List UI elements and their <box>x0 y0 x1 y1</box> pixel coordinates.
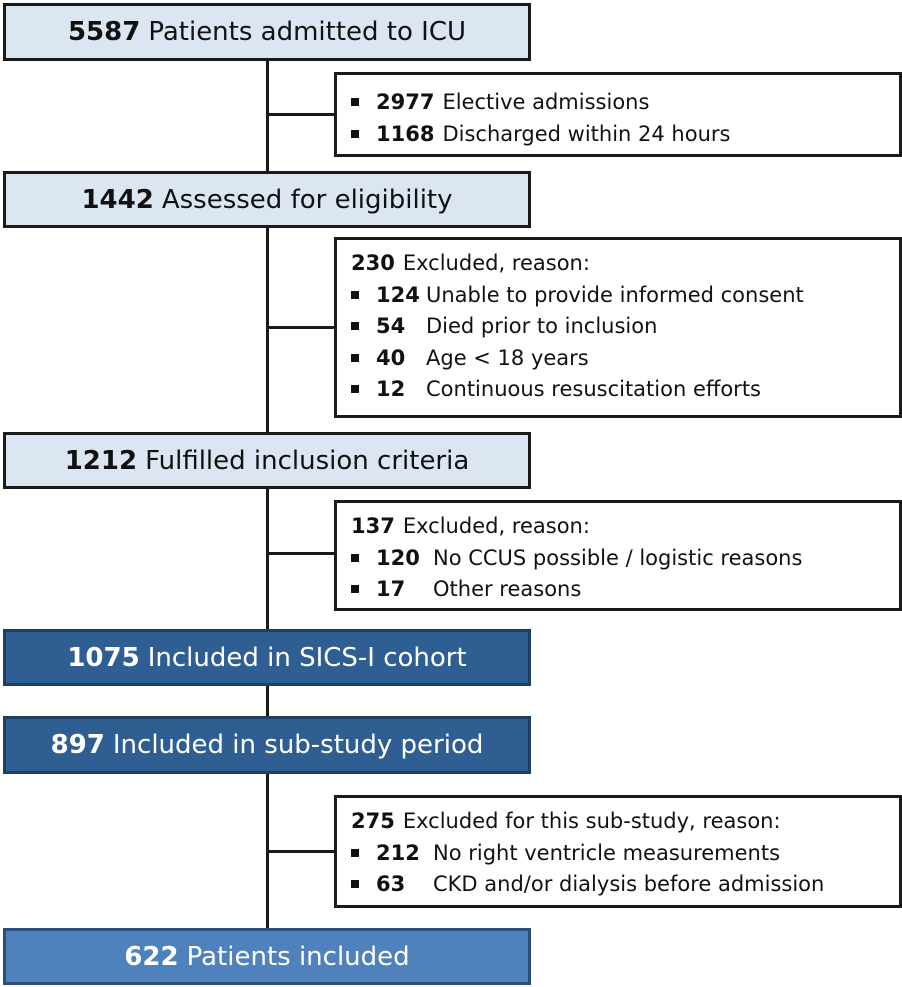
stage-count: 1442 <box>81 184 154 215</box>
exclusion-header-text: Excluded, reason: <box>402 251 590 275</box>
stage-count: 1212 <box>64 445 138 476</box>
exclusion-list: 2977 Elective admissions 1168 Discharged w… <box>351 87 889 150</box>
exclusion-item: 1168 Discharged within 24 hours <box>351 119 889 151</box>
exclusion-item: 2977 Elective admissions <box>351 87 889 119</box>
exclusion-header-text: Excluded, reason: <box>402 514 590 538</box>
exclusion-item: 212 No right ventricle measurements <box>351 838 889 870</box>
branch-line-4 <box>266 850 336 853</box>
bullet-icon <box>351 848 359 857</box>
exclusion-item: 63 CKD and/or dialysis before admission <box>351 869 889 901</box>
exclusion-count: 120 <box>376 545 420 570</box>
exclusion-count: 2977 <box>376 90 435 114</box>
stage-count: 897 <box>50 730 105 760</box>
exclusion-item: 40 Age < 18 years <box>351 343 889 375</box>
stage-label: Fulfilled inclusion criteria <box>145 445 470 476</box>
stage-count: 5587 <box>67 17 141 47</box>
bullet-icon <box>351 322 359 330</box>
branch-line-3 <box>266 552 336 555</box>
exclusion-reason: Age < 18 years <box>426 345 589 370</box>
exclusion-count: 63 <box>376 872 406 896</box>
exclusion-total: 230 <box>351 251 395 275</box>
exclusion-header: 275 Excluded for this sub-study, reason: <box>351 806 889 838</box>
exclusion-count: 54 <box>376 314 406 338</box>
exclusion-box-3: 137 Excluded, reason: 120 No CCUS possible… <box>334 500 902 611</box>
exclusion-total: 137 <box>351 514 395 538</box>
stage-label: Patients included <box>186 941 410 972</box>
bullet-icon <box>351 98 359 106</box>
stage-label: Patients admitted to ICU <box>148 17 467 47</box>
bullet-icon <box>351 353 359 362</box>
exclusion-box-1: 2977 Elective admissions 1168 Discharged w… <box>334 72 902 157</box>
exclusion-reason: Continuous resuscitation efforts <box>426 377 761 401</box>
exclusion-item: 120 No CCUS possible / logistic reasons <box>351 543 889 575</box>
exclusion-count: 12 <box>376 377 406 401</box>
stage-count: 1075 <box>67 642 140 673</box>
exclusion-count: 1168 <box>376 121 435 146</box>
exclusion-count: 17 <box>376 577 406 601</box>
branch-line-1 <box>266 113 336 116</box>
bullet-icon <box>351 129 359 138</box>
bullet-icon <box>351 290 359 299</box>
bullet-icon <box>351 385 359 393</box>
flow-main-line <box>266 60 269 928</box>
exclusion-item: 54 Died prior to inclusion <box>351 311 889 343</box>
bullet-icon <box>351 553 359 562</box>
exclusion-list: 212 No right ventricle measurements 63 CKD… <box>351 838 889 901</box>
exclusion-count: 40 <box>376 345 406 370</box>
exclusion-reason: Other reasons <box>433 577 582 601</box>
bullet-icon <box>351 585 359 593</box>
exclusion-list: 120 No CCUS possible / logistic reasons 1… <box>351 543 889 606</box>
exclusion-header: 230 Excluded, reason: <box>351 248 889 280</box>
exclusion-count: 212 <box>376 840 420 865</box>
branch-line-2 <box>266 326 336 329</box>
stage-label: Assessed for eligibility <box>161 184 453 215</box>
exclusion-total: 275 <box>351 809 395 833</box>
exclusion-reason: Elective admissions <box>442 90 650 114</box>
exclusion-reason: Died prior to inclusion <box>426 314 658 338</box>
exclusion-reason: CKD and/or dialysis before admission <box>433 872 825 896</box>
bullet-icon <box>351 880 359 888</box>
exclusion-header-text: Excluded for this sub-study, reason: <box>402 809 781 833</box>
exclusion-item: 17 Other reasons <box>351 574 889 606</box>
exclusion-reason: No right ventricle measurements <box>433 840 781 865</box>
stage-label: Included in sub-study period <box>112 730 484 760</box>
exclusion-reason: No CCUS possible / logistic reasons <box>433 545 803 570</box>
stage-count: 622 <box>124 941 179 972</box>
exclusion-reason: Unable to provide informed consent <box>426 282 804 307</box>
exclusion-item: 12 Continuous resuscitation efforts <box>351 374 889 406</box>
exclusion-count: 124 <box>376 282 420 307</box>
exclusion-header: 137 Excluded, reason: <box>351 511 889 543</box>
exclusion-reason: Discharged within 24 hours <box>442 121 731 146</box>
stage-label: Included in SICS-I cohort <box>147 642 467 673</box>
